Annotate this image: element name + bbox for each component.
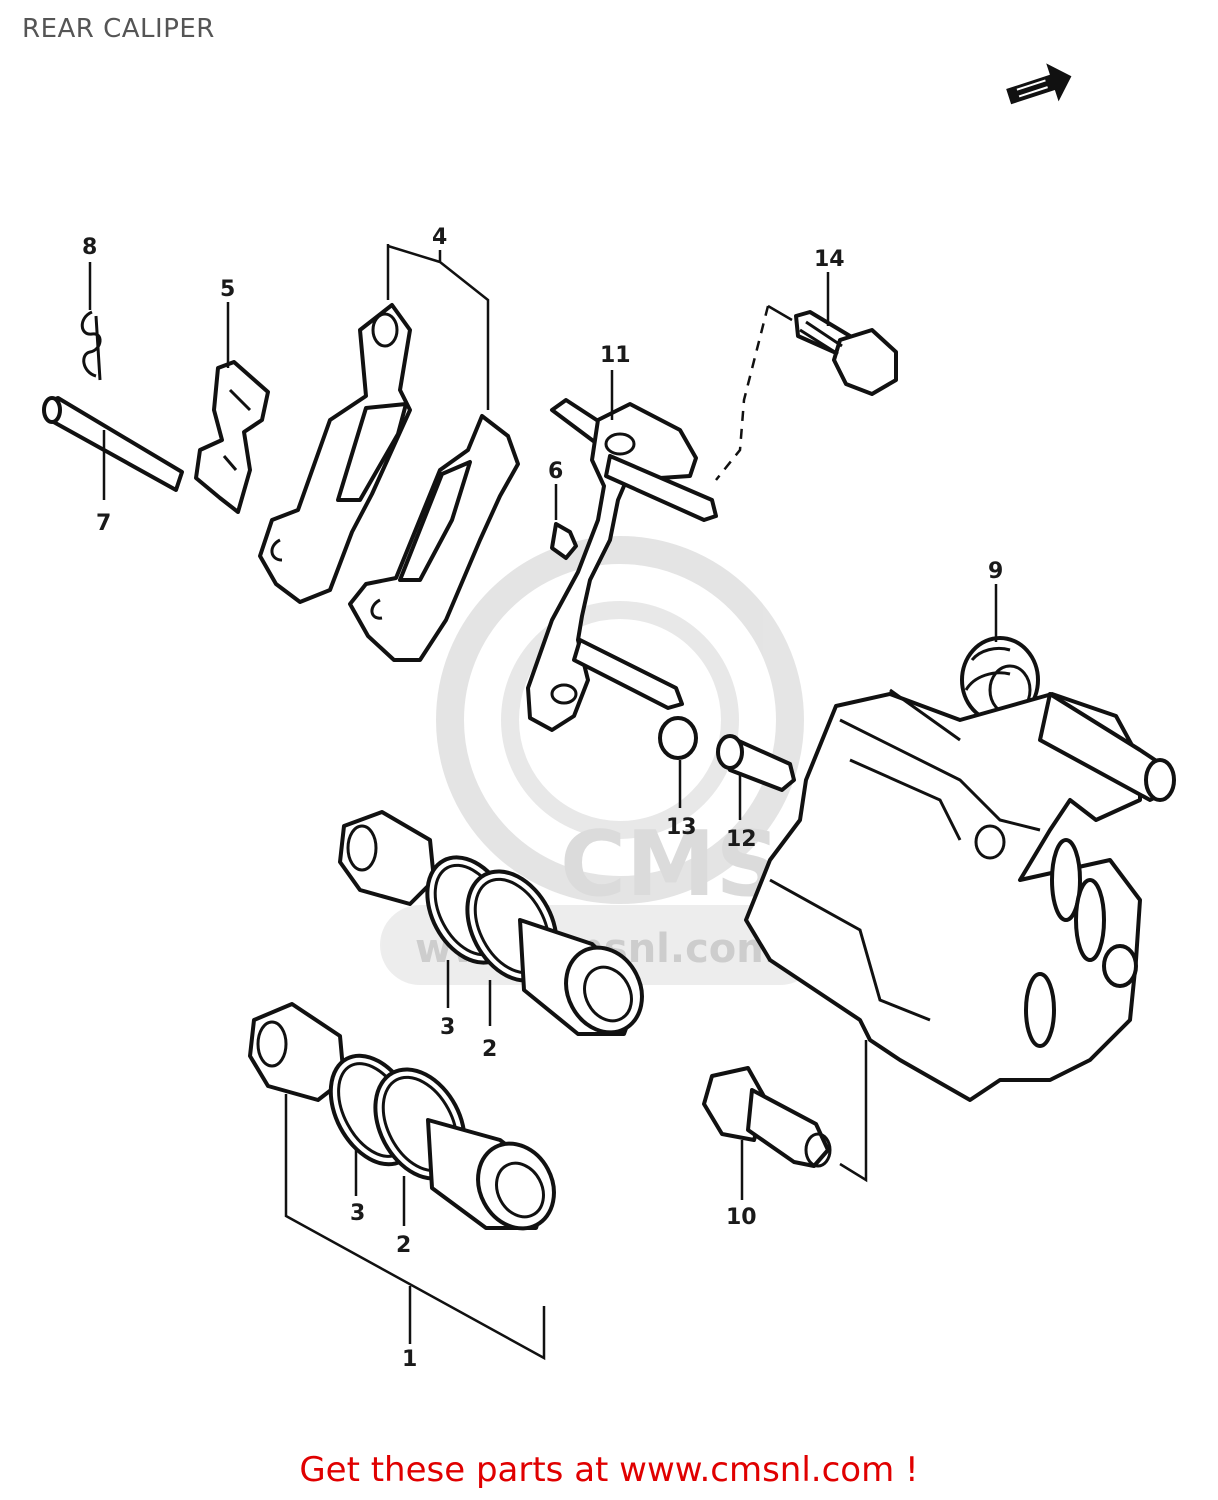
- part-13-cap: [658, 716, 698, 760]
- callout-1: 1: [402, 1347, 417, 1372]
- callout-10: 10: [726, 1205, 757, 1230]
- callout-3a: 3: [440, 1015, 455, 1040]
- leader-lines: [88, 244, 998, 1361]
- callout-7: 7: [96, 511, 111, 536]
- callout-9: 9: [988, 559, 1003, 584]
- piston-set-lower: [248, 1002, 556, 1231]
- part-12-bleeder: [716, 734, 796, 792]
- part-5-spring: [194, 360, 270, 514]
- callout-3b: 3: [350, 1201, 365, 1226]
- callout-8: 8: [82, 235, 97, 260]
- callout-6: 6: [548, 459, 563, 484]
- caliper-body: [744, 688, 1176, 1102]
- callout-2a: 2: [482, 1037, 497, 1062]
- footer-promo-link[interactable]: Get these parts at www.cmsnl.com !: [299, 1450, 919, 1490]
- callout-4: 4: [432, 225, 447, 250]
- callout-12: 12: [726, 827, 757, 852]
- part-11-bracket: [526, 398, 718, 732]
- callout-labels: 8 7 5 4 11 6 14 9 13 12 3 2 3 2 10 1: [82, 225, 1003, 1372]
- callout-14: 14: [814, 247, 845, 272]
- callout-2b: 2: [396, 1233, 411, 1258]
- part-14-bolt: [794, 310, 898, 396]
- callout-11: 11: [600, 343, 631, 368]
- piston-set-upper: [338, 810, 644, 1036]
- front-arrow-icon: [1006, 63, 1072, 105]
- part-7-pin: [42, 396, 184, 492]
- part-4-brake-pads: [258, 303, 520, 662]
- callout-5: 5: [220, 277, 235, 302]
- part-10-slide-pin: [702, 1066, 832, 1168]
- part-8-clip: [80, 310, 102, 381]
- watermark-logo: CMS: [560, 812, 780, 917]
- part-6-clip: [550, 522, 578, 560]
- callout-13: 13: [666, 815, 697, 840]
- page-title: REAR CALIPER: [22, 14, 215, 44]
